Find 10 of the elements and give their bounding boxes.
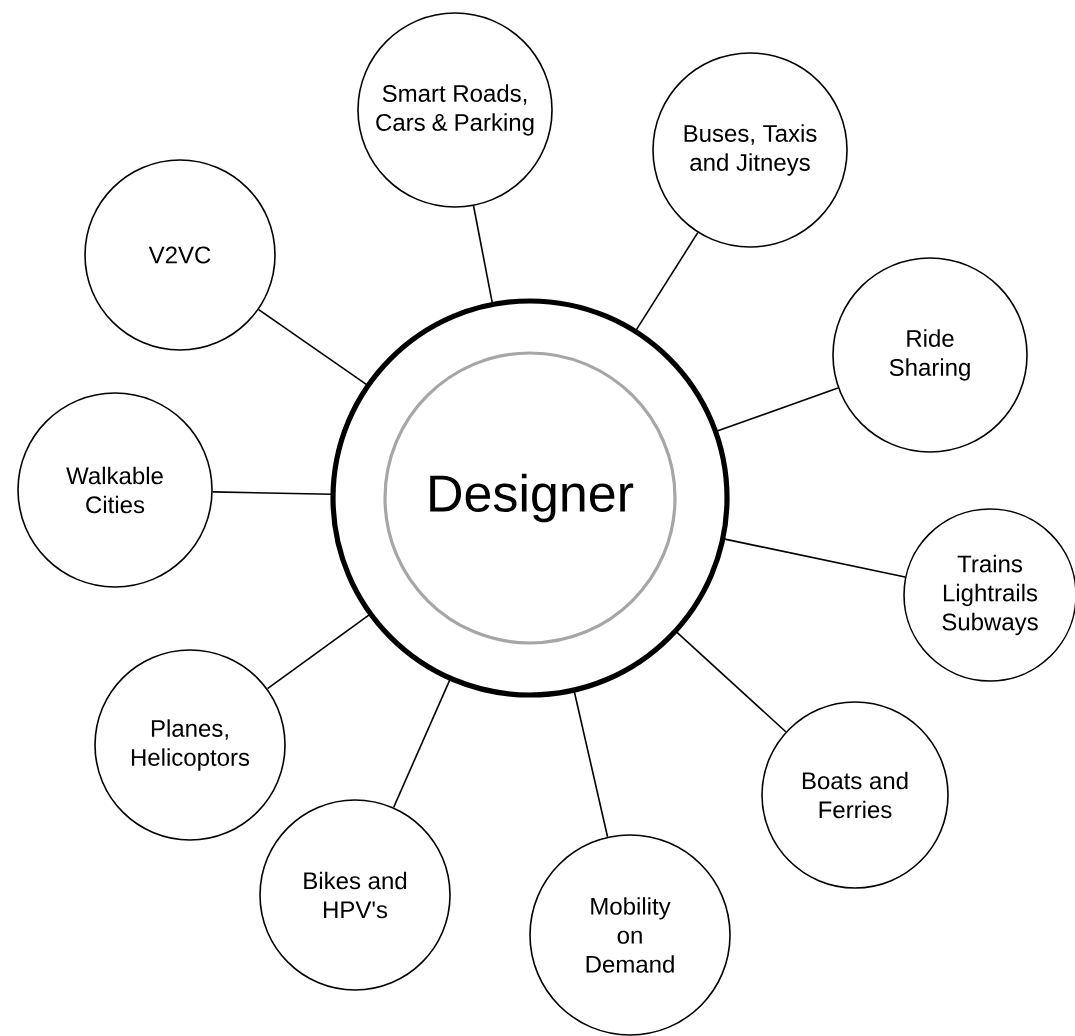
connector-line	[472, 205, 494, 305]
connector-line	[392, 678, 451, 809]
connector-line	[266, 613, 371, 690]
connector-line	[722, 538, 906, 578]
connector-line	[635, 231, 699, 332]
connector-line	[257, 308, 369, 386]
connector-line	[715, 387, 839, 433]
connector-line	[573, 690, 609, 838]
connector-line	[675, 630, 787, 733]
connector-line	[212, 491, 333, 495]
